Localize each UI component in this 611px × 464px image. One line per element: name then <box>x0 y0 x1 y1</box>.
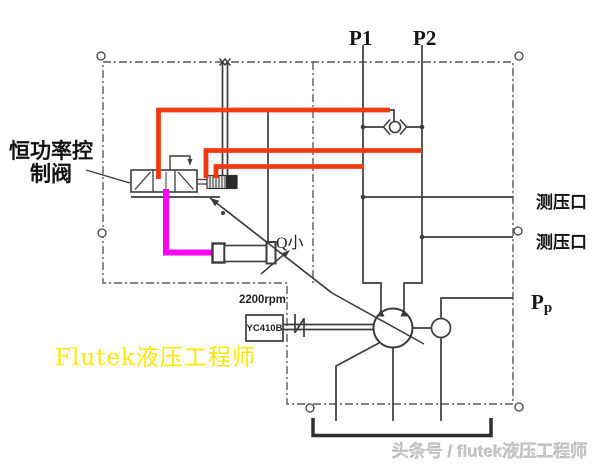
main-lines <box>131 45 513 421</box>
border-cross-marks <box>218 58 232 66</box>
valve-cell-dividers <box>152 170 176 192</box>
servo-end-cap <box>265 241 277 265</box>
label-p1: P1 <box>349 26 373 50</box>
q-decrease-arrow <box>260 250 290 275</box>
label-test-port-2: 测压口 <box>536 233 587 252</box>
enclosure-outline <box>102 61 514 405</box>
port-circle-top-left <box>96 51 106 61</box>
pump-out-arrow-right <box>400 308 408 317</box>
shuttle-ball <box>388 120 402 134</box>
pump-flow-arrows <box>377 308 408 317</box>
label-test-port-1: 测压口 <box>536 193 587 212</box>
valve-callout-line1: 恒功率控 <box>9 140 93 163</box>
boundary-port-circles <box>96 51 524 413</box>
engine-box <box>245 314 284 342</box>
coupling-icon <box>294 314 305 337</box>
linkage-arrowhead <box>210 198 220 207</box>
label-pp: Pp <box>531 290 553 316</box>
valve-body <box>130 169 198 193</box>
shuttle-valve-icon <box>382 119 408 135</box>
label-pp-sub: p <box>543 300 553 316</box>
drive-shaft-double-line <box>283 323 373 331</box>
pilot-line-p1-to-piston <box>213 164 364 178</box>
port-circle-bottom-left <box>305 403 315 413</box>
pump-out-arrow-left <box>377 308 385 317</box>
label-leader-line <box>85 169 131 184</box>
p2-pressure-line <box>403 45 423 312</box>
servo-cylinder <box>211 241 277 265</box>
p1-pressure-line <box>362 45 382 312</box>
valve-stem-lines <box>197 178 207 185</box>
port-circle-left-mid <box>97 228 107 238</box>
pump-suction-line <box>335 342 380 421</box>
tank-symbol <box>311 418 493 438</box>
shuttle-left-seat <box>382 119 391 135</box>
watermark-yellow: Flutek液压工程师 <box>55 345 256 371</box>
label-rpm: 2200rpm <box>239 292 286 306</box>
pilot-step-arrowhead <box>187 159 193 166</box>
port-circle-bottom-right <box>514 402 524 412</box>
pilot-line-shuttle-to-valve <box>156 107 390 179</box>
valve-left-diagonal <box>134 171 151 190</box>
servo-pressure-line <box>163 189 213 256</box>
watermark-bottom: 头条号 / flutek液压工程师 <box>392 442 588 461</box>
main-pump-circle <box>372 307 414 349</box>
feedback-linkage-overlay <box>222 207 333 294</box>
pp-pilot-line <box>440 297 513 318</box>
charge-pump-circle <box>430 317 452 339</box>
valve-callout-line2: 制阀 <box>30 163 72 186</box>
shuttle-right-seat <box>399 119 408 135</box>
pilot-line-p2-to-piston <box>203 148 422 178</box>
servo-cylinder-body <box>223 244 269 263</box>
label-engine-model: YC410B <box>246 322 283 334</box>
valve-callout-label: 恒功率控 制阀 <box>2 140 100 186</box>
valve-pilot-step-line <box>169 155 191 170</box>
pump-assembly-boundary <box>102 61 514 405</box>
shuttle-output-step <box>390 109 395 121</box>
valve-right-diagonal <box>177 171 194 190</box>
label-pp-main: P <box>531 290 544 314</box>
constant-power-control-valve <box>130 155 207 193</box>
pilot-highlight-lines <box>156 107 422 179</box>
port-circle-right-mid <box>513 226 523 236</box>
junction-dots <box>221 124 425 240</box>
measuring-piston-stack <box>206 174 238 190</box>
label-q-small: Q小 <box>276 235 304 252</box>
servo-piston-cap <box>211 242 226 264</box>
case-drain-lines <box>221 62 229 175</box>
port-circle-top-right <box>514 51 524 61</box>
label-p2: P2 <box>413 26 437 50</box>
